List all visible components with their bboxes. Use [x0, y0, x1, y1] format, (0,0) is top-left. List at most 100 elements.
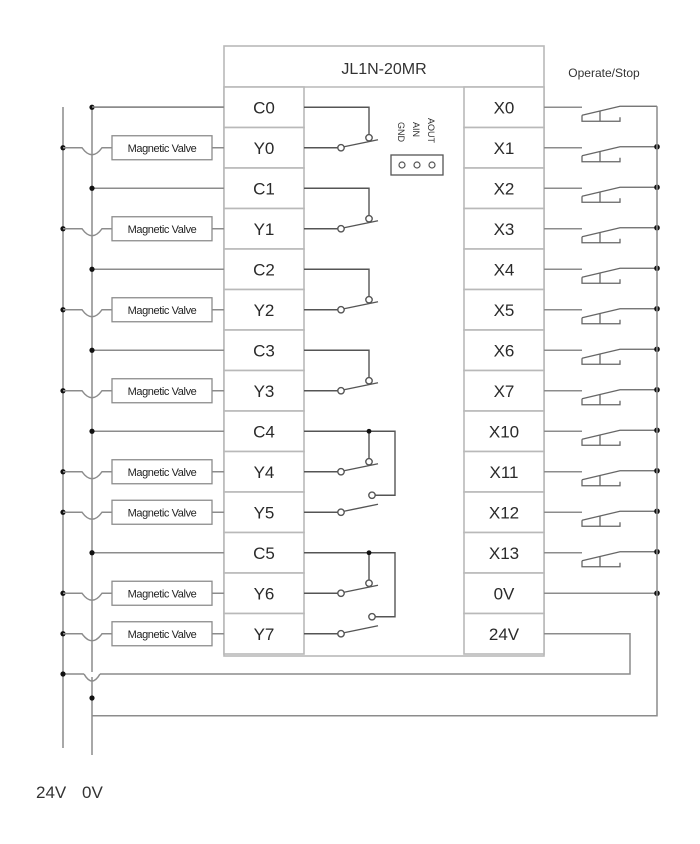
terminal-y3-cell	[223, 369, 305, 412]
input-common-rail	[92, 106, 658, 717]
terminal-y6-cell	[223, 572, 305, 615]
wire-24v-to-valve-y6	[63, 592, 112, 601]
switch-actuator-x13	[581, 556, 621, 568]
switch-actuator-x2	[581, 192, 621, 203]
magnetic-valve-label: Magnetic Valve	[128, 224, 197, 236]
relay-blade-y5	[343, 503, 379, 512]
terminal-x7-label: X7	[494, 382, 515, 401]
rail-24v-label: 24V	[36, 783, 67, 802]
relay-moving-contact-y4	[337, 467, 345, 476]
relay-fixed-contact-b-c5	[368, 612, 376, 621]
switch-blade-x6	[581, 348, 657, 359]
switch-actuator-x6	[581, 354, 621, 365]
terminal-y3-label: Y3	[254, 382, 275, 401]
terminal-c3-label: C3	[253, 341, 275, 360]
wire-24v-to-valve-y0	[63, 147, 112, 156]
switch-blade-x2	[581, 186, 657, 197]
magnetic-valve-y1	[111, 216, 213, 242]
junction-0v-c3	[89, 347, 95, 353]
wire-24v-to-valve-y5	[63, 511, 112, 520]
junction-0v-c2	[89, 266, 95, 272]
analog-label-aout: AOUT	[426, 118, 436, 144]
relay-fixed-contact-c1	[365, 214, 373, 223]
switch-actuator-x3	[581, 232, 621, 244]
magnetic-valve-label: Magnetic Valve	[128, 629, 197, 641]
terminal-x3-label: X3	[494, 220, 515, 239]
hop-mask	[84, 672, 100, 677]
terminal-x0-label: X0	[494, 98, 515, 117]
terminal-c2-label: C2	[253, 260, 275, 279]
analog-pin-gnd	[398, 161, 406, 169]
terminal-x4-cell	[463, 248, 545, 291]
terminal-x13-cell	[463, 531, 545, 574]
analog-pin-aout	[428, 161, 436, 169]
terminal-x11-label: X11	[490, 463, 519, 482]
relay-fixed-contact-c0	[365, 133, 373, 142]
relay-common-wire-c0	[304, 106, 370, 135]
relay-moving-contact-y0	[337, 143, 345, 152]
terminal-x7-cell	[463, 369, 545, 412]
magnetic-valve-y4	[111, 459, 213, 485]
terminal-x6-cell	[463, 329, 545, 372]
switch-blade-x3	[581, 227, 657, 238]
analog-label-ain: AIN	[411, 122, 421, 137]
wire-24v-to-valve-y3	[63, 390, 112, 399]
terminal-x10-label: X10	[489, 422, 519, 441]
relay-moving-contact-y7	[337, 629, 345, 638]
switch-actuator-x5	[581, 313, 621, 325]
relay-blade-y7	[343, 625, 379, 634]
relay-common-wire-c5	[304, 552, 396, 618]
relay-common-wire-c4	[304, 430, 396, 496]
relay-common-wire-c3	[304, 349, 370, 378]
magnetic-valve-label: Magnetic Valve	[128, 507, 197, 519]
terminal-y0-label: Y0	[254, 139, 275, 158]
plc-model-label: JL1N-20MR	[341, 61, 426, 78]
terminal-y4-cell	[223, 450, 305, 493]
analog-pin-ain	[413, 161, 421, 169]
relay-blade-y1	[343, 220, 379, 229]
switch-actuator-x11	[581, 475, 621, 487]
junction-0v-c1	[89, 185, 95, 191]
switch-blade-x11	[581, 470, 657, 481]
switch-blade-x1	[581, 146, 657, 157]
terminal-c0-label: C0	[253, 98, 275, 117]
terminal-x2-label: X2	[494, 179, 515, 198]
wire-24v-to-valve-y2	[63, 309, 112, 318]
switch-actuator-x1	[581, 151, 621, 163]
terminal-24v-label: 24V	[489, 625, 520, 644]
magnetic-valve-label: Magnetic Valve	[128, 588, 197, 600]
relay-common-wire-c1	[304, 187, 370, 216]
relay-moving-contact-y1	[337, 224, 345, 233]
terminal-c4-label: C4	[253, 422, 275, 441]
relay-common-junction-c5	[366, 550, 372, 556]
switch-actuator-x4	[581, 273, 621, 284]
magnetic-valve-y2	[111, 297, 213, 323]
switch-actuator-x0	[581, 111, 621, 122]
terminal-x2-cell	[463, 167, 545, 210]
terminal-c1-label: C1	[253, 179, 275, 198]
magnetic-valve-label: Magnetic Valve	[128, 305, 197, 317]
switch-actuator-x10	[581, 435, 621, 446]
relay-fixed-contact-c3	[365, 376, 373, 385]
analog-label-gnd: GND	[396, 122, 406, 143]
relay-moving-contact-y2	[337, 305, 345, 314]
magnetic-valve-label: Magnetic Valve	[128, 467, 197, 479]
relay-fixed-contact-a-c4	[365, 457, 373, 466]
junction-24v-supply	[60, 671, 66, 677]
magnetic-valve-label: Magnetic Valve	[128, 143, 197, 155]
terminal-y5-cell	[223, 491, 305, 534]
terminal-x13-label: X13	[489, 544, 519, 563]
junction-0v-return	[89, 695, 95, 701]
terminal-x12-label: X12	[489, 503, 519, 522]
terminal-x5-label: X5	[494, 301, 515, 320]
switch-blade-x12	[581, 510, 657, 521]
wire-24v-to-valve-y7	[63, 633, 112, 642]
junction-0v-c4	[89, 428, 95, 434]
terminal-y7-cell	[223, 612, 305, 655]
relay-blade-y4	[343, 463, 379, 472]
analog-port: GND AIN AOUT	[390, 118, 444, 176]
terminal-x6-label: X6	[494, 341, 515, 360]
relay-moving-contact-y3	[337, 386, 345, 395]
relay-fixed-contact-a-c5	[365, 579, 373, 588]
wire-24v-to-valve-y4	[63, 471, 112, 480]
